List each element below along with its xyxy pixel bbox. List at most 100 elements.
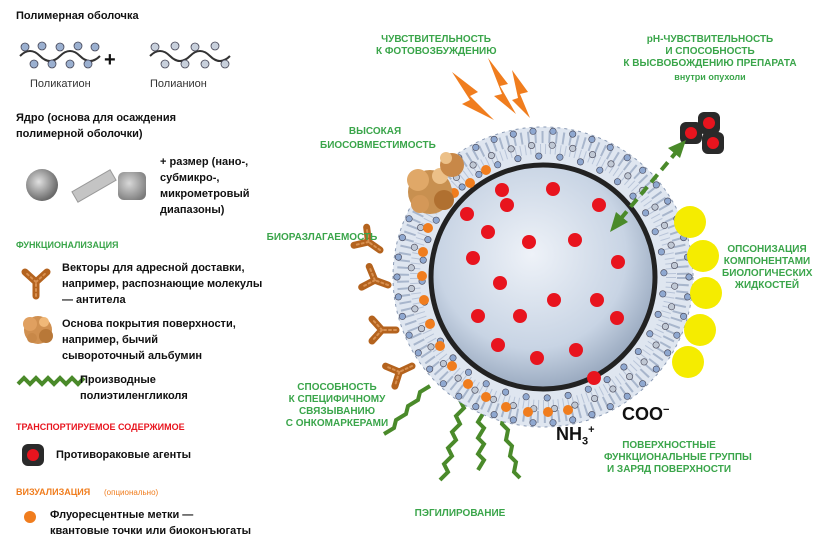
visualization-heading: ВИЗУАЛИЗАЦИЯ — [16, 487, 91, 497]
shell-charge — [657, 248, 665, 256]
shell-charge — [606, 143, 614, 151]
shell-charge — [464, 368, 472, 376]
shell-charge — [482, 380, 490, 388]
released-drug-cluster-icon — [680, 112, 724, 154]
ph-sensitivity-line-3: К ВЫСВОБОЖДЕНИЮ ПРЕПАРАТА — [623, 58, 797, 69]
albumin-icon — [23, 316, 53, 344]
drug-molecules — [460, 182, 625, 385]
shell-charge — [398, 312, 406, 320]
shell-charge — [469, 161, 477, 169]
shell-charge — [522, 393, 530, 401]
shell-charge — [405, 331, 413, 339]
shell-charge — [494, 161, 502, 169]
shell-charge — [673, 331, 681, 339]
shell-charge — [659, 290, 667, 298]
shell-charge — [405, 215, 413, 223]
shell-charge — [509, 130, 517, 138]
shell-charge — [671, 282, 679, 290]
surface-groups-line-3: И ЗАРЯД ПОВЕРХНОСТИ — [606, 464, 732, 475]
shell-charge — [439, 360, 447, 368]
ph-sensitivity-line-1: pH-ЧУВСТВИТЕЛЬНОСТЬ — [646, 34, 774, 45]
shell-charge — [596, 166, 604, 174]
surface-groups-line-1: ПОВЕРХНОСТНЫЕ — [622, 440, 716, 451]
shell-charge — [419, 256, 427, 264]
shell-charge — [455, 392, 463, 400]
shell-charge — [529, 127, 537, 135]
shell-charge — [646, 330, 654, 338]
size-line-3: микрометровый — [160, 188, 250, 200]
shell-charge — [670, 261, 678, 269]
shell-charge — [624, 172, 632, 180]
shell-charge — [471, 386, 479, 394]
shell-charge — [569, 130, 577, 138]
ph-sensitivity-line-2: И СПОСОБНОСТЬ — [665, 46, 755, 57]
shell-charge — [588, 151, 596, 159]
antibody-icon — [25, 272, 47, 296]
shell-charge — [543, 394, 551, 402]
shell-charge — [394, 293, 402, 301]
shell-charge — [417, 325, 425, 333]
carboxyl-group-label: COO− — [622, 404, 670, 424]
photo-sensitivity-line-2: К ФОТОВОЗБУЖДЕНИЮ — [376, 46, 497, 57]
shell-charge — [652, 365, 660, 373]
shell-charge — [639, 166, 647, 174]
pegylation-label: ПЭГИЛИРОВАНИЕ — [414, 508, 506, 519]
shell-charge — [502, 388, 510, 396]
shell-charge — [407, 264, 415, 272]
photo-sensitivity-line-1: ЧУВСТВИТЕЛЬНОСТЬ — [381, 34, 491, 45]
shell-charge — [664, 197, 672, 205]
core-title-line-2: полимерной оболочки) — [16, 128, 143, 140]
anticancer-label: Противораковые агенты — [56, 449, 192, 461]
shell-charge — [514, 155, 522, 163]
shell-charge — [472, 403, 480, 411]
binding-line-4: С ОНКОМАРКЕРАМИ — [285, 418, 389, 429]
shell-charge — [490, 411, 498, 419]
polycation-label: Поликатион — [30, 78, 91, 90]
peg-line-1: Производные — [80, 374, 156, 386]
shell-charge — [394, 253, 402, 261]
core-title-line-1: Ядро (основа для осаждения — [16, 112, 177, 124]
shell-charge — [667, 241, 675, 249]
shell-charge — [668, 303, 676, 311]
shell-charge — [642, 209, 650, 217]
sphere-core-icon — [26, 169, 58, 201]
shell-charge — [569, 144, 577, 152]
opsonization-line-4: ЖИДКОСТЕЙ — [734, 280, 800, 291]
ph-sensitivity-line-4: внутри опухоли — [674, 72, 746, 82]
shell-charge — [680, 312, 688, 320]
binding-line-3: СВЯЗЫВАНИЮ — [298, 406, 376, 417]
shell-charge — [549, 127, 557, 135]
release-arrow-icon — [610, 140, 686, 232]
shell-charge — [652, 181, 660, 189]
shell-charge — [588, 135, 596, 143]
opsonization-line-1: ОПСОНИЗАЦИЯ — [727, 244, 807, 255]
shell-charge — [651, 228, 659, 236]
surface-groups-line-2: ФУНКЦИОНАЛЬНЫЕ ГРУППЫ — [604, 452, 752, 463]
shell-charge — [393, 273, 401, 281]
shell-charge — [571, 401, 579, 409]
shell-charge — [603, 376, 611, 384]
shell-charge — [652, 341, 660, 349]
shell-charge — [654, 310, 662, 318]
biocompatibility-line-1: ВЫСОКАЯ — [348, 126, 402, 137]
shell-charge — [564, 391, 572, 399]
amine-group-label: NH3+ — [556, 424, 595, 448]
cube-core-icon — [118, 172, 146, 200]
shell-charge — [684, 293, 692, 301]
shell-charge — [475, 170, 483, 178]
shell-charge — [432, 216, 440, 224]
peg-chain-icon — [16, 375, 86, 387]
shell-charge — [639, 380, 647, 388]
surface-albumin — [407, 152, 464, 214]
biocompatibility-line-2: БИОСОВМЕСТИМОСТЬ — [320, 140, 436, 151]
shell-charge — [626, 373, 634, 381]
lightning-bolt-icon — [452, 58, 530, 120]
shell-charge — [414, 349, 422, 357]
shell-charge — [634, 347, 642, 355]
shell-charge — [527, 142, 535, 150]
shell-charge — [613, 178, 621, 186]
surface-antibody — [362, 266, 392, 295]
shell-charge — [623, 392, 631, 400]
opsonization-line-3: БИОЛОГИЧЕСКИХ — [722, 268, 813, 279]
vectors-line-1: Векторы для адресной доставки, — [62, 262, 245, 274]
